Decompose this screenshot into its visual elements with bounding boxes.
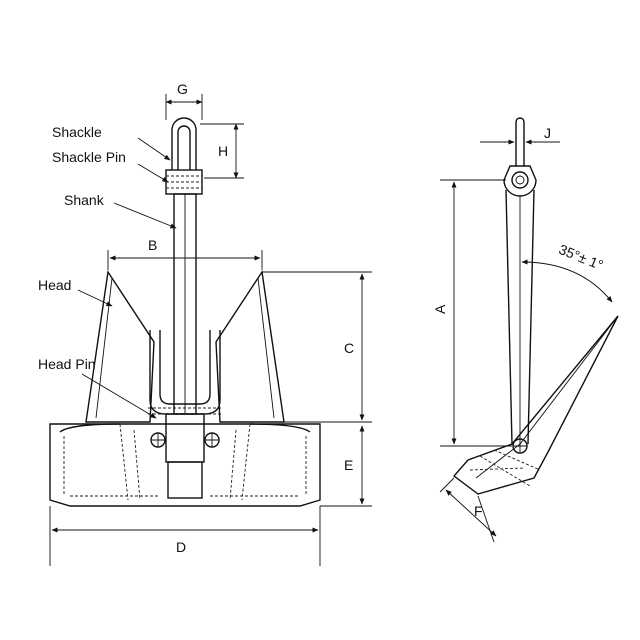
dimension-d-label: D <box>176 539 186 555</box>
dimension-b-label: B <box>148 237 157 253</box>
head-drawing <box>49 270 321 507</box>
dimension-g-label: G <box>177 81 188 97</box>
callout-head: Head <box>38 277 71 293</box>
callout-shackle-pin: Shackle Pin <box>52 149 126 165</box>
dimension-angle: 35°± 1° <box>521 241 613 303</box>
side-view: J A 35°± 1° F <box>432 117 619 543</box>
dimension-e-label: E <box>344 457 353 473</box>
dimension-j: J <box>480 125 560 145</box>
dimension-a-label: A <box>432 304 448 314</box>
dimension-d: D <box>49 506 321 566</box>
callout-shackle: Shackle <box>52 124 102 140</box>
front-view: G H B C E D <box>38 81 372 566</box>
side-shank-drawing <box>505 189 535 445</box>
dimension-g: G <box>165 81 203 120</box>
shank-drawing <box>173 193 197 415</box>
dimension-h: H <box>200 123 244 179</box>
dimension-j-label: J <box>544 125 551 141</box>
dimension-f: F <box>439 477 497 543</box>
dimension-c-label: C <box>344 340 354 356</box>
dimension-c: C <box>262 271 372 423</box>
callout-shank: Shank <box>64 192 105 208</box>
dimension-f-label: F <box>474 503 483 519</box>
callouts: Shackle Shackle Pin Shank Head Head Pin <box>38 124 177 419</box>
dimension-e: E <box>320 425 372 507</box>
callout-head-pin: Head Pin <box>38 356 96 372</box>
dimension-h-label: H <box>218 143 228 159</box>
shackle-drawing <box>165 117 203 195</box>
dimension-a: A <box>432 179 512 447</box>
side-shackle-drawing <box>503 117 537 197</box>
side-fluke-drawing <box>452 315 619 495</box>
dimension-b: B <box>107 237 263 270</box>
